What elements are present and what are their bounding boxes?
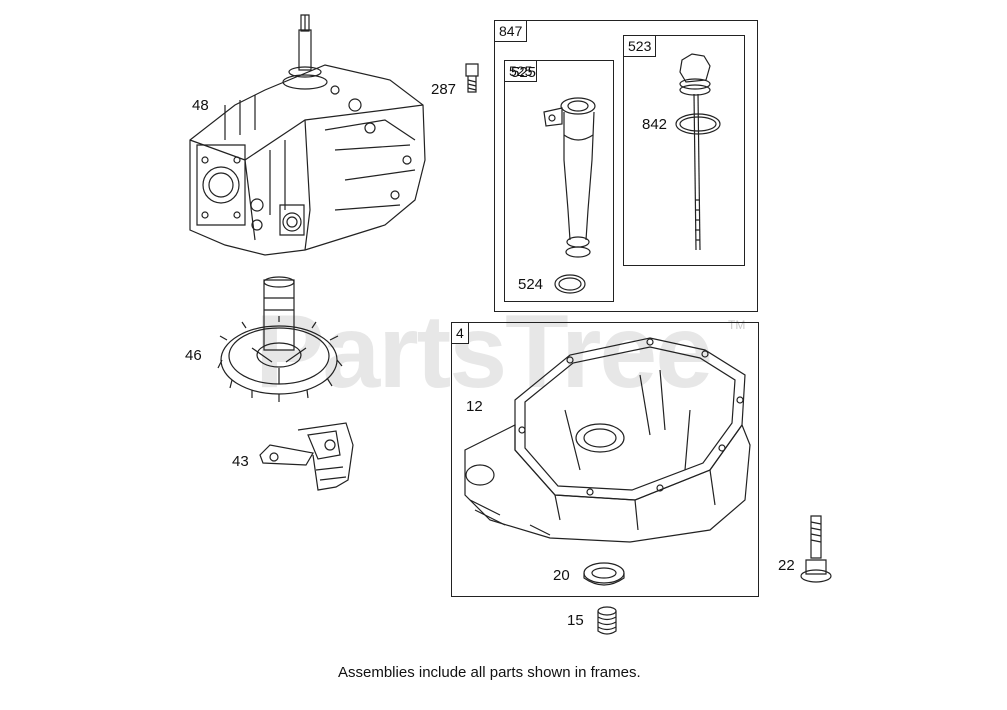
drain-plug-15-drawing — [590, 603, 624, 639]
dipstick-drawing — [670, 50, 730, 260]
frame-525: 525 — [504, 60, 614, 302]
part-label-15: 15 — [567, 612, 584, 629]
frame-523: 523 — [623, 35, 745, 266]
frame-tag-4: 4 — [451, 322, 469, 344]
frame-tag-523: 523 — [623, 35, 657, 57]
oil-seal-20-drawing — [580, 560, 628, 590]
camshaft-gear-drawing — [212, 270, 347, 405]
watermark: PartsTree — [255, 300, 713, 404]
part-label-525: 525 — [511, 64, 537, 81]
part-label-22: 22 — [778, 557, 795, 574]
bracket-43-drawing — [258, 415, 358, 495]
watermark-trademark: TM — [728, 318, 746, 332]
oil-sump-drawing — [460, 330, 755, 545]
flange-bolt-22-drawing — [798, 512, 834, 586]
part-label-46: 46 — [185, 347, 202, 364]
engine-block-drawing — [185, 10, 435, 260]
footer-caption: Assemblies include all parts shown in fr… — [338, 664, 641, 681]
part-label-842: 842 — [642, 116, 668, 133]
part-label-12: 12 — [466, 398, 483, 415]
o-ring-524-drawing — [552, 272, 588, 296]
part-label-287: 287 — [431, 81, 457, 98]
frame-tag-525: 525 — [504, 60, 538, 82]
watermark-text: PartsTree — [255, 294, 713, 410]
part-label-20: 20 — [553, 567, 570, 584]
frame-847: 847 — [494, 20, 758, 312]
dipstick-tube-drawing — [536, 90, 606, 265]
part-label-43: 43 — [232, 453, 249, 470]
frame-4: 4 — [451, 322, 759, 597]
part-label-524: 524 — [518, 276, 544, 293]
plug-287-drawing — [462, 62, 486, 102]
part-label-48: 48 — [192, 97, 209, 114]
frame-tag-847: 847 — [494, 20, 528, 42]
